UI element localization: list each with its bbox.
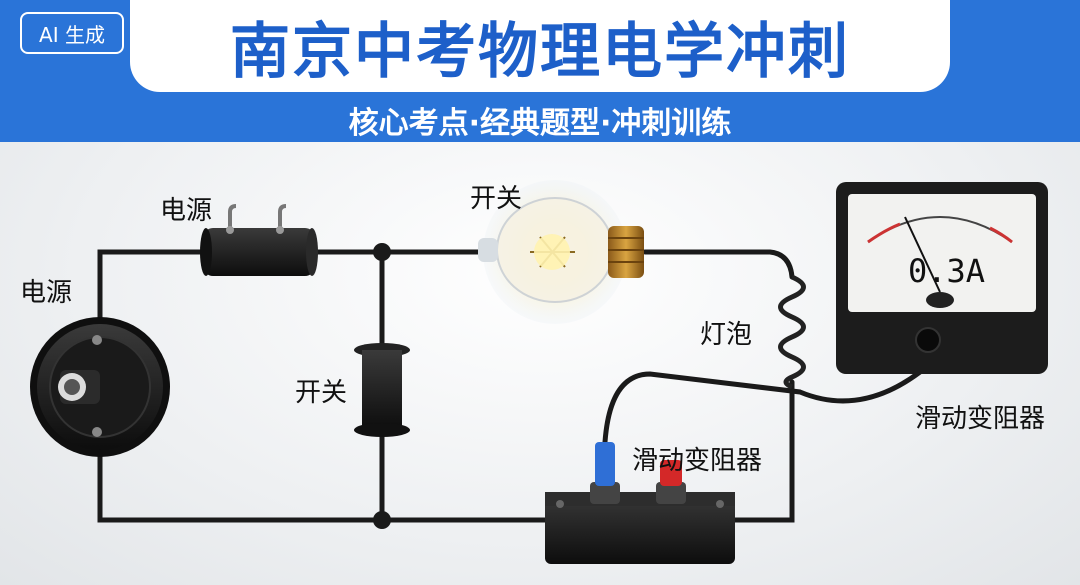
label-rheostat-right: 滑动变阻器	[915, 404, 1046, 434]
battery-cell-icon	[200, 204, 318, 276]
label-switch-mid: 开关	[295, 378, 348, 408]
circuit-diagram	[30, 180, 1048, 564]
coil-icon	[778, 274, 806, 390]
junction-top	[373, 243, 391, 261]
wire-meter	[602, 369, 923, 445]
page-subtitle: 核心考点·经典题型·冲刺训练	[348, 106, 732, 141]
label-power-left: 电源	[20, 278, 73, 308]
switch-spool-icon	[354, 343, 410, 437]
wire-bulb-to-coil	[642, 249, 795, 280]
label-switch-top: 开关	[470, 184, 523, 214]
power-source-icon	[30, 317, 170, 457]
junction-bottom	[373, 511, 391, 529]
ai-generated-badge: AI 生成	[20, 12, 124, 54]
ammeter-reading: 0.3A	[908, 252, 986, 290]
ammeter-icon	[836, 182, 1048, 374]
wire-left-top	[97, 249, 208, 325]
rheostat-box-icon	[545, 442, 735, 564]
circuit-stage: 电源 电源 开关 开关 灯泡 滑动变阻器 滑动变阻器 0.3A	[0, 142, 1080, 585]
wire-bottom	[97, 449, 551, 523]
title-box: 南京中考物理电学冲刺	[130, 0, 950, 92]
label-power-top: 电源	[160, 196, 213, 226]
light-bulb-icon	[478, 180, 644, 324]
wire-coil-to-box	[732, 379, 795, 523]
label-bulb: 灯泡	[700, 320, 753, 350]
page-title: 南京中考物理电学冲刺	[230, 16, 850, 87]
header-banner: AI 生成 南京中考物理电学冲刺 核心考点·经典题型·冲刺训练	[0, 0, 1080, 142]
wires	[97, 249, 923, 523]
label-rheostat-mid: 滑动变阻器	[632, 446, 763, 476]
